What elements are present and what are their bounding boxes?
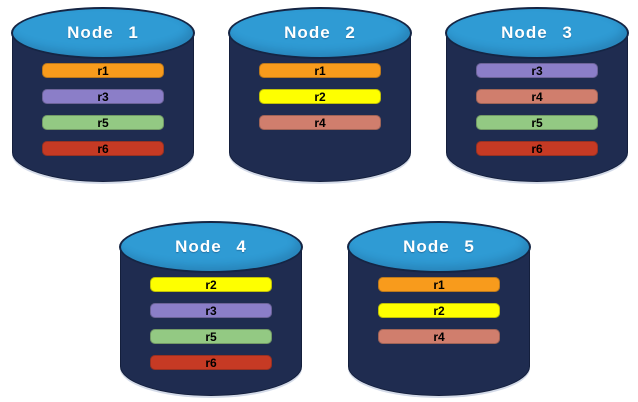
replica-bar-r2: r2	[378, 303, 500, 318]
cylinder-top: Node 1	[11, 7, 195, 59]
replica-bar-r5: r5	[42, 115, 164, 130]
node-title: Node 4	[175, 237, 247, 256]
replica-bar-r2: r2	[259, 89, 381, 104]
replica-bar-r1: r1	[259, 63, 381, 78]
replica-list: r1 r2 r4	[228, 63, 412, 130]
node-cylinder-4: Node 4 r2 r3 r5 r6	[119, 221, 303, 399]
replica-bar-r3: r3	[476, 63, 598, 78]
replica-bar-r1: r1	[42, 63, 164, 78]
replica-bar-r3: r3	[42, 89, 164, 104]
node-cylinder-2: Node 2 r1 r2 r4	[228, 7, 412, 185]
replica-bar-r6: r6	[476, 141, 598, 156]
replica-bar-r4: r4	[259, 115, 381, 130]
node-cylinder-5: Node 5 r1 r2 r4	[347, 221, 531, 399]
node-title: Node 3	[501, 23, 573, 42]
node-title: Node 1	[67, 23, 139, 42]
node-cylinder-3: Node 3 r3 r4 r5 r6	[445, 7, 629, 185]
replica-list: r3 r4 r5 r6	[445, 63, 629, 156]
cylinder-top: Node 2	[228, 7, 412, 59]
replica-bar-r6: r6	[42, 141, 164, 156]
replica-bar-r5: r5	[150, 329, 272, 344]
replica-list: r1 r3 r5 r6	[11, 63, 195, 156]
cylinder-top: Node 3	[445, 7, 629, 59]
replica-bar-r4: r4	[378, 329, 500, 344]
replica-bar-r5: r5	[476, 115, 598, 130]
replica-bar-r2: r2	[150, 277, 272, 292]
replica-bar-r1: r1	[378, 277, 500, 292]
replica-bar-r6: r6	[150, 355, 272, 370]
node-title: Node 2	[284, 23, 356, 42]
replica-bar-r4: r4	[476, 89, 598, 104]
node-title: Node 5	[403, 237, 475, 256]
replica-list: r2 r3 r5 r6	[119, 277, 303, 370]
replica-list: r1 r2 r4	[347, 277, 531, 344]
node-cylinder-1: Node 1 r1 r3 r5 r6	[11, 7, 195, 185]
cylinder-top: Node 4	[119, 221, 303, 273]
cylinder-top: Node 5	[347, 221, 531, 273]
replica-bar-r3: r3	[150, 303, 272, 318]
